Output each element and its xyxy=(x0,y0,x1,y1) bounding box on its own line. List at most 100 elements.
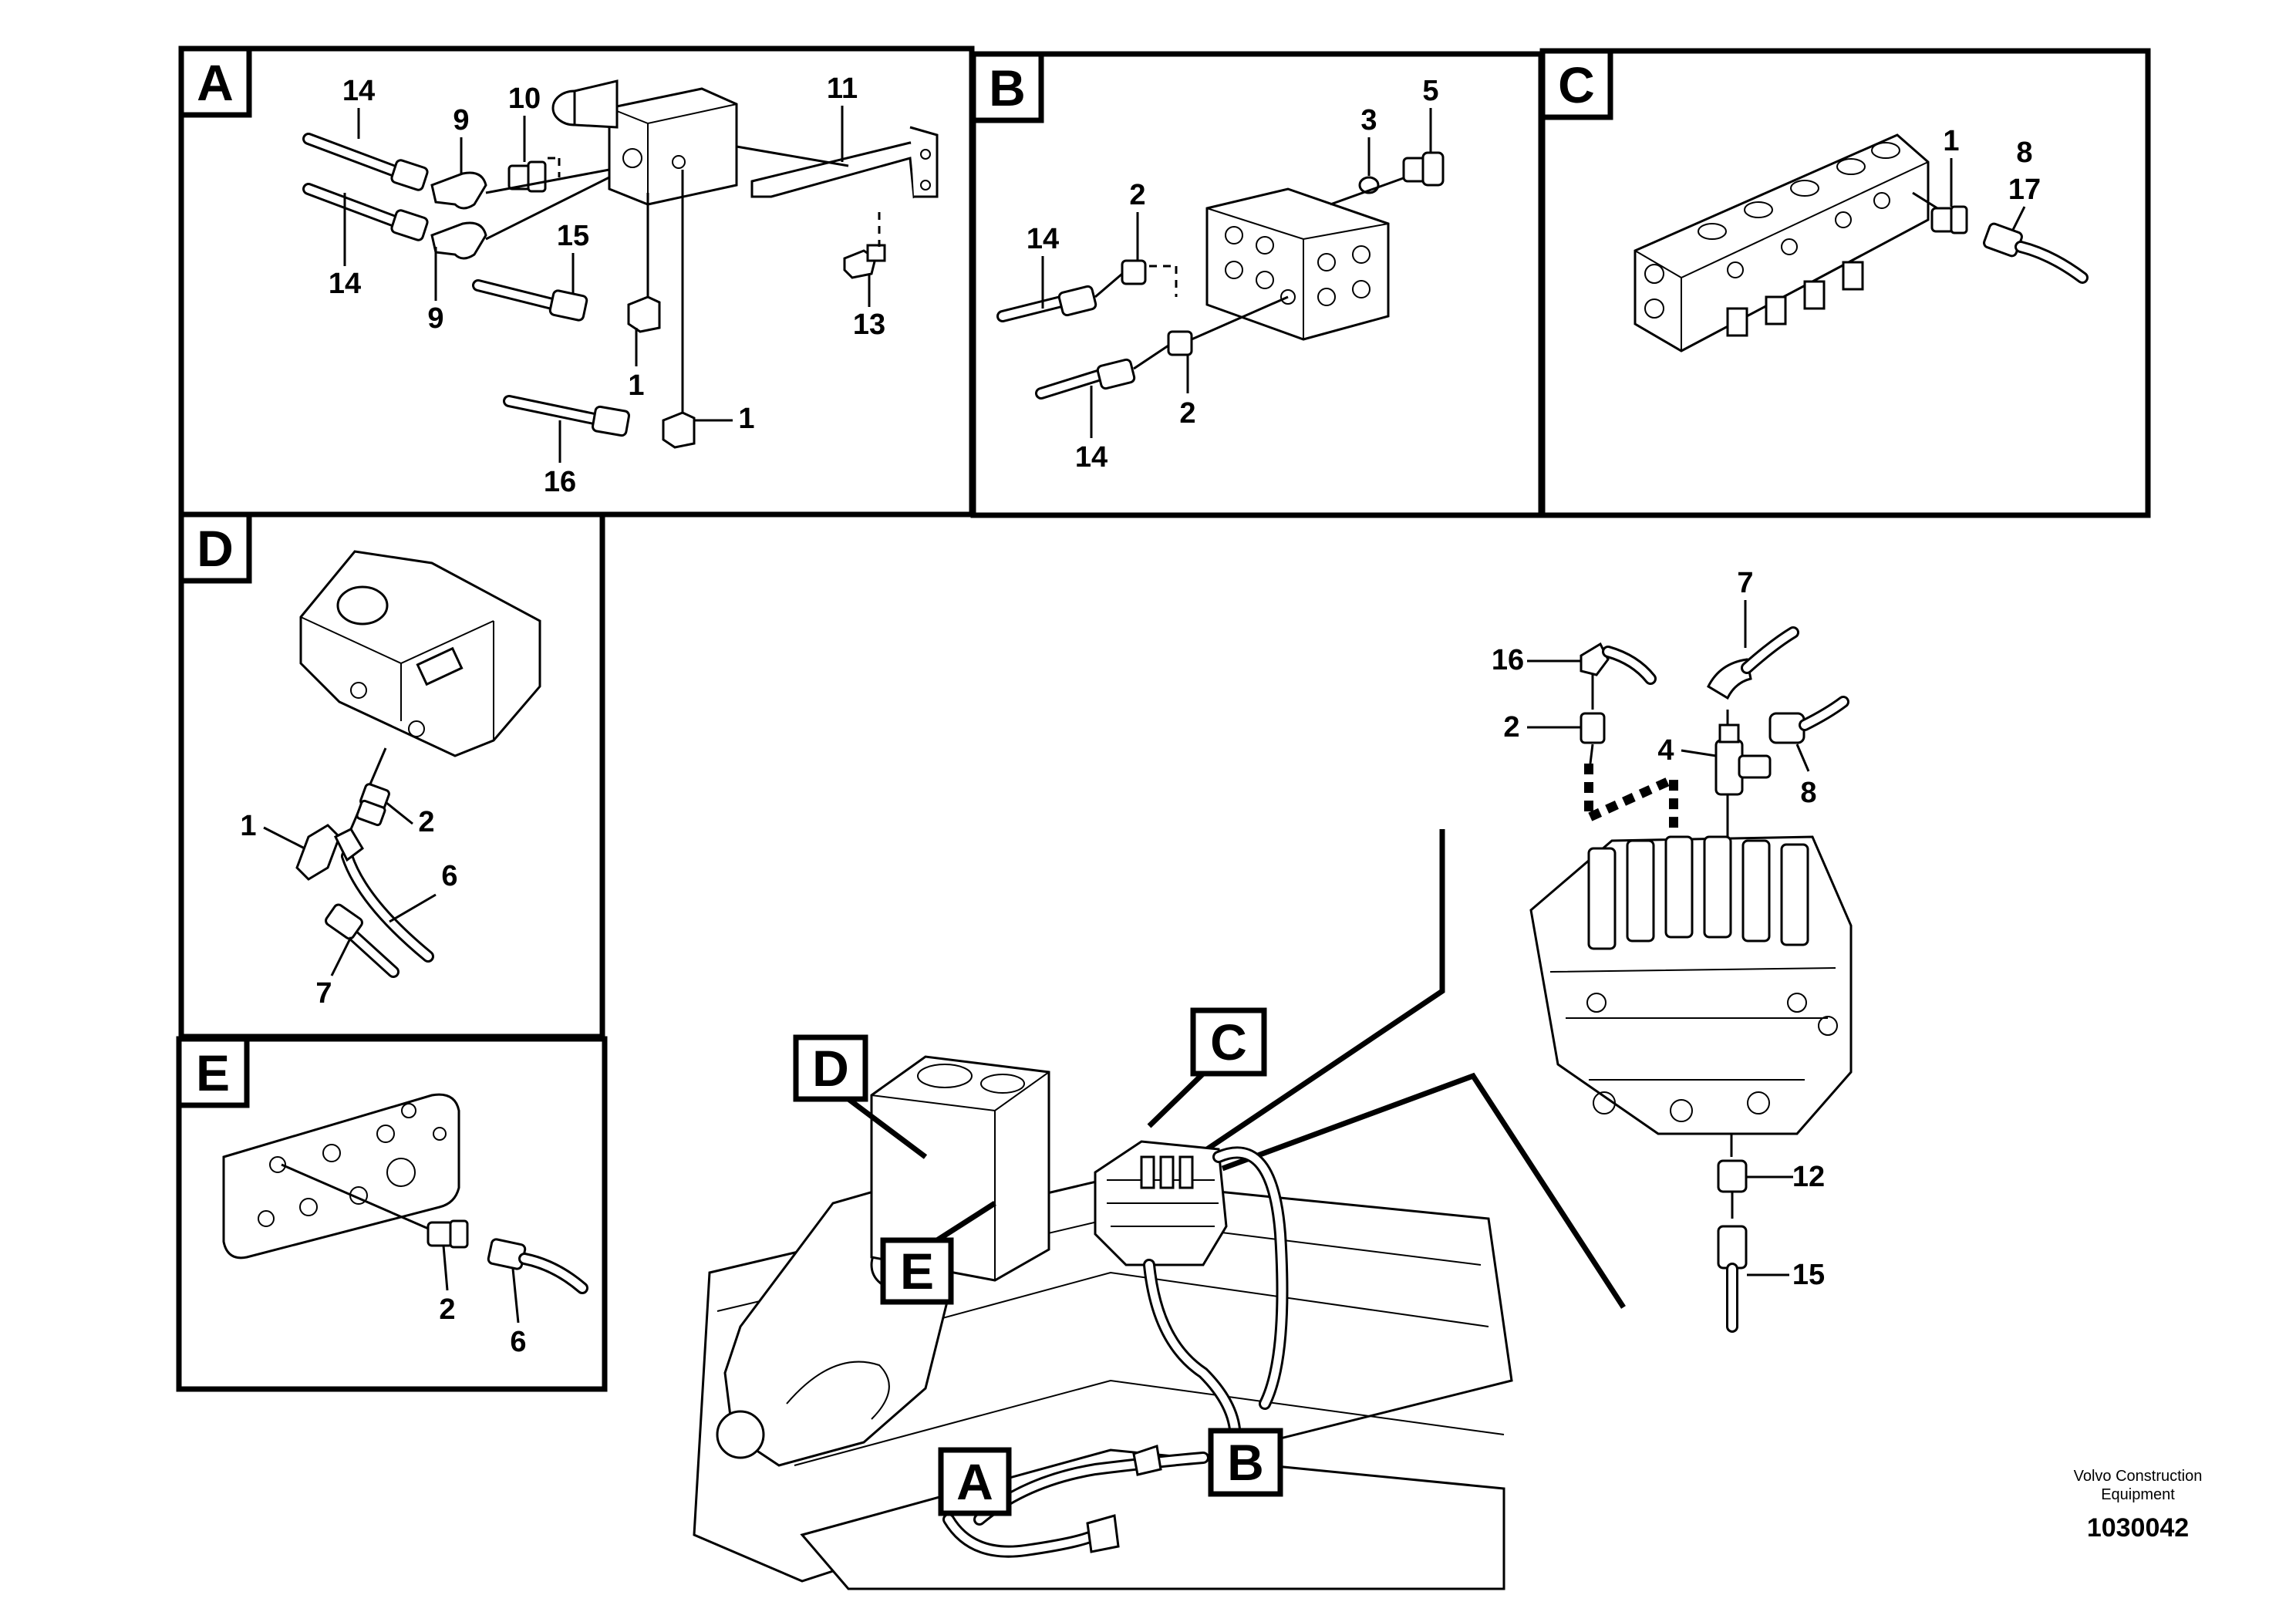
pilot-line-dashed xyxy=(1584,764,1678,833)
hose-c xyxy=(1983,222,2089,284)
panel-d-tag-label: D xyxy=(197,520,234,577)
panel-e-frame xyxy=(176,1036,608,1392)
valve-manifold xyxy=(1633,133,1930,352)
callout-valve-2: 2 xyxy=(1503,711,1519,744)
overview-tag-a-label: A xyxy=(956,1453,993,1510)
drawing-number: 1030042 xyxy=(2087,1513,2189,1543)
panel-c-frame xyxy=(1539,48,2151,518)
callout-c-1: 1 xyxy=(1943,125,1959,157)
callout-b-14-lower: 14 xyxy=(1075,441,1108,474)
callout-e-2: 2 xyxy=(439,1293,455,1326)
floor-plate xyxy=(800,1448,1505,1590)
callout-a-10: 10 xyxy=(508,83,541,115)
panel-a-tag xyxy=(178,46,252,118)
callout-b-3: 3 xyxy=(1360,104,1377,137)
hose-upper xyxy=(302,133,429,191)
company-name-line2: Equipment xyxy=(2101,1486,2175,1503)
hose-8 xyxy=(1768,696,1849,744)
hydraulic-tank xyxy=(870,1055,1050,1282)
pilot-pump xyxy=(299,550,541,757)
hose-d-seven xyxy=(325,903,400,978)
hose-b-lower xyxy=(1035,295,1289,400)
detail-leader-upper xyxy=(1205,829,1445,1152)
panel-b-tag-label: B xyxy=(989,59,1026,116)
callout-d-1: 1 xyxy=(240,810,256,842)
fitting-c xyxy=(1930,205,1968,234)
callout-a-9-upper: 9 xyxy=(453,104,469,137)
callout-d-7: 7 xyxy=(315,977,332,1010)
overview-tag-a xyxy=(938,1447,1012,1516)
plug-fitting xyxy=(507,157,561,193)
overview-tag-d xyxy=(793,1034,868,1102)
callout-b-2-upper: 2 xyxy=(1129,179,1145,211)
panel-c-tag-label: C xyxy=(1558,56,1595,113)
hose-b-upper xyxy=(996,259,1178,322)
callout-valve-8: 8 xyxy=(1800,777,1816,809)
panel-a-tag-label: A xyxy=(197,54,234,111)
callout-c-17: 17 xyxy=(2008,174,2041,206)
hose-16 xyxy=(1602,646,1657,685)
callout-a-1-lower: 1 xyxy=(738,403,754,435)
callout-a-14-lower: 14 xyxy=(329,268,361,300)
callout-b-14-upper: 14 xyxy=(1027,223,1059,255)
overview-tag-b xyxy=(1208,1428,1283,1497)
panel-e: E 2 6 xyxy=(176,1036,608,1392)
panel-e-tag-label: E xyxy=(196,1044,230,1101)
panel-b: B xyxy=(970,51,1544,518)
callout-a-14-upper: 14 xyxy=(342,75,375,107)
callout-a-11: 11 xyxy=(827,73,858,105)
elbow-fitting-upper xyxy=(430,171,487,210)
panel-c-tag xyxy=(1539,48,1613,120)
elbow-fitting-lower xyxy=(430,221,487,260)
hose-fifteen xyxy=(472,193,661,333)
panel-d-tag xyxy=(178,511,252,584)
hose-d-six xyxy=(333,828,434,963)
callout-b-2-lower: 2 xyxy=(1179,397,1195,430)
callout-a-1-upper: 1 xyxy=(628,369,644,402)
callout-d-2: 2 xyxy=(418,806,434,838)
pilot-valve-block xyxy=(551,79,738,206)
fitting-2-valve xyxy=(1580,712,1606,744)
control-valve-body xyxy=(1529,835,1853,1135)
callout-valve-4: 4 xyxy=(1657,734,1674,767)
callout-d-6: 6 xyxy=(441,860,457,892)
junction-block xyxy=(1205,187,1390,341)
company-name-line1: Volvo Construction xyxy=(2074,1468,2203,1485)
callout-valve-16: 16 xyxy=(1492,644,1524,676)
bracket xyxy=(750,126,939,199)
overview-tag-e xyxy=(880,1237,954,1305)
footer: Volvo Construction Equipment 1030042 xyxy=(2074,1468,2203,1543)
callout-b-5: 5 xyxy=(1422,75,1438,107)
hose-15 xyxy=(1717,1225,1748,1333)
screw xyxy=(843,212,886,279)
elbow-d xyxy=(295,824,341,881)
fitting-e xyxy=(426,1219,469,1249)
hose-e xyxy=(487,1238,588,1294)
fitting-12 xyxy=(1717,1159,1748,1193)
elbow-16 xyxy=(1580,642,1610,676)
overview-tag-c xyxy=(1190,1007,1267,1077)
callout-a-15: 15 xyxy=(557,220,589,252)
callout-e-6: 6 xyxy=(510,1326,526,1358)
detail-leader-lower xyxy=(1221,1072,1626,1309)
callout-valve-7: 7 xyxy=(1737,567,1753,599)
panel-e-tag xyxy=(176,1036,250,1108)
callout-a-16: 16 xyxy=(544,466,576,498)
overview-tag-b-label: B xyxy=(1227,1434,1264,1491)
hose-lower xyxy=(302,183,429,241)
callout-a-13: 13 xyxy=(853,309,885,341)
hose-sixteen xyxy=(503,170,696,449)
overview-tag-c-label: C xyxy=(1210,1013,1247,1071)
main-control-valve-detail: 7 16 2 4 8 12 15 xyxy=(1492,567,1853,1333)
machine-control-valve xyxy=(1094,1140,1228,1266)
callout-valve-15: 15 xyxy=(1792,1259,1825,1291)
overview-tag-e-label: E xyxy=(900,1243,934,1300)
callout-a-9-lower: 9 xyxy=(427,302,443,335)
cover-plate xyxy=(222,1093,460,1259)
overview-tag-d-label: D xyxy=(812,1040,849,1097)
panel-c: C 1 8 17 xyxy=(1539,48,2151,518)
panel-d: D 2 1 6 7 xyxy=(178,511,605,1040)
panel-b-tag xyxy=(970,51,1044,123)
panel-a: A xyxy=(178,46,975,518)
